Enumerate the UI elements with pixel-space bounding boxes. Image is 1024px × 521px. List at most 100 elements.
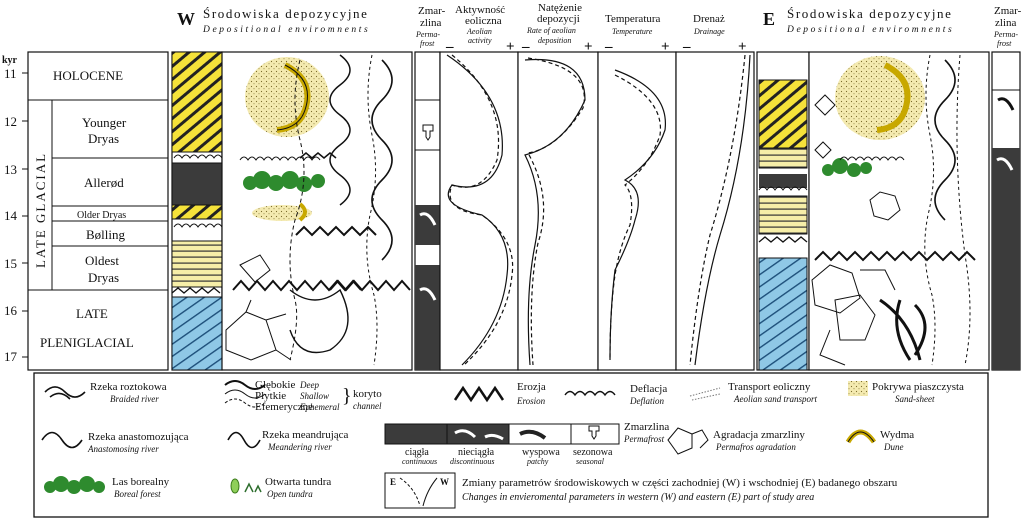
env-title-west: Środowiska depozycyjne — [203, 6, 369, 21]
period-younger-1: Younger — [82, 115, 127, 130]
aeol-title-1: Aktywność — [455, 4, 505, 16]
legend-meander-pl: Rzeka meandrująca — [262, 429, 349, 441]
legend-ephem-en: Ephemeral — [299, 402, 340, 412]
period-bolling: Bølling — [86, 227, 126, 242]
rate-title-2: depozycji — [537, 13, 580, 25]
legend-tundra-en: Open tundra — [267, 489, 313, 499]
perm-sub-west-2: frost — [420, 39, 435, 48]
period-younger-2: Dryas — [88, 131, 119, 146]
rate-plus: + — [584, 39, 593, 55]
tick-14: 14 — [4, 208, 18, 223]
ephemeral-channel-icon — [224, 398, 266, 408]
legend-box-w: W — [440, 477, 449, 487]
legend-erosion-en: Erosion — [516, 396, 546, 406]
perm-title-west-1: Zmar- — [418, 5, 446, 17]
legend-dune-en: Dune — [883, 442, 904, 452]
temp-curve-e — [609, 74, 662, 361]
legend-deep-en: Deep — [299, 380, 319, 390]
aeol-plus: + — [506, 39, 515, 55]
drain-curve-w — [694, 54, 751, 366]
east-permafrost-column — [991, 51, 1021, 371]
perm-sub-east-1: Perma- — [993, 30, 1018, 39]
legend: Rzeka roztokowa Braided river Głębokie P… — [33, 372, 989, 518]
aeolian-transport-icon — [689, 387, 721, 401]
tick-11: 11 — [4, 66, 17, 81]
east-letter: E — [763, 9, 775, 29]
tick-13: 13 — [4, 162, 17, 177]
legend-braided-pl: Rzeka roztokowa — [90, 381, 167, 393]
west-forest-icon — [243, 171, 325, 192]
legend-anast-pl: Rzeka anastomozująca — [88, 431, 189, 443]
period-late-glacial: LATE GLACIAL — [33, 152, 48, 268]
temp-sub: Temperature — [612, 27, 653, 36]
tick-17: 17 — [4, 349, 18, 364]
perm-sub-west-1: Perma- — [415, 30, 440, 39]
legend-changes-en: Changes in envieromental parameters in w… — [462, 492, 814, 503]
rate-sub-1: Rate of aeolian — [526, 26, 576, 35]
aeol-sub-2: activity — [468, 36, 492, 45]
rate-title-1: Natężenie — [538, 2, 582, 14]
legend-transport-pl: Transport eoliczny — [728, 381, 811, 393]
perm-title-east-1: Zmar- — [994, 5, 1022, 17]
west-environment-column — [221, 51, 413, 371]
permafrost-continuous-icon — [384, 423, 448, 445]
legend-patchy-en: patchy — [526, 457, 549, 466]
aeol-curve-e — [449, 54, 514, 366]
deep-channel-icon — [224, 380, 266, 390]
legend-cont-pl: ciągła — [405, 447, 429, 458]
boreal-forest-icon — [44, 476, 105, 494]
legend-transport-en: Aeolian sand transport — [733, 394, 818, 404]
chronostratigraphy: HOLOCENE LATE GLACIAL Younger Dryas Alle… — [27, 51, 169, 371]
tick-16: 16 — [4, 303, 18, 318]
east-forest-icon — [822, 158, 872, 177]
rate-sub-2: deposition — [538, 36, 571, 45]
legend-channel-en: channel — [353, 401, 382, 411]
west-letter: W — [177, 9, 195, 29]
anastomosing-river-icon — [41, 431, 83, 449]
legend-aggr-en: Permafros agradation — [715, 442, 796, 452]
aeol-minus: – — [445, 39, 454, 55]
temp-minus: – — [604, 39, 613, 55]
time-axis: kyr 11 12 13 14 15 16 17 — [2, 55, 28, 364]
legend-changes-pl: Zmiany parametrów środowiskowych w częśc… — [462, 477, 898, 489]
drain-sub: Drainage — [693, 27, 725, 36]
axis-unit: kyr — [2, 55, 18, 66]
legend-forest-en: Boreal forest — [114, 489, 161, 499]
legend-shallow-en: Shallow — [300, 391, 329, 401]
drain-minus: – — [682, 39, 691, 55]
perm-title-east-2: zlina — [995, 17, 1016, 29]
legend-braided-en: Braided river — [110, 394, 159, 404]
legend-patchy-pl: wyspowa — [522, 447, 560, 458]
temp-plus: + — [661, 39, 670, 55]
period-allerod: Allerød — [84, 175, 124, 190]
period-late: LATE — [76, 306, 108, 321]
parameter-curves — [439, 51, 755, 371]
east-lithology-column — [756, 51, 810, 371]
legend-meander-en: Meandering river — [267, 442, 332, 452]
tick-12: 12 — [4, 114, 17, 129]
aeol-sub-1: Aeolian — [466, 27, 492, 36]
west-lithology-column — [171, 51, 223, 371]
legend-forest-pl: Las borealny — [112, 476, 170, 488]
legend-seas-pl: sezonowa — [573, 447, 613, 458]
legend-sheet-en: Sand-sheet — [895, 394, 935, 404]
permafrost-discontinuous-icon — [446, 423, 510, 445]
brace-icon: } — [342, 385, 352, 407]
drain-plus: + — [738, 39, 747, 55]
period-holocene: HOLOCENE — [53, 68, 123, 83]
legend-disc-en: discontinuous — [450, 457, 494, 466]
aeol-title-2: eoliczna — [465, 15, 502, 27]
period-oldest-1: Oldest — [85, 253, 119, 268]
period-oldest-2: Dryas — [88, 270, 119, 285]
drain-title: Drenaż — [693, 13, 725, 25]
legend-box-e: E — [390, 477, 396, 487]
legend-channel-pl: koryto — [353, 388, 382, 400]
rate-minus: – — [521, 39, 530, 55]
header: W Środowiska depozycyjne Depositional en… — [177, 2, 1022, 55]
shallow-channel-icon — [224, 389, 266, 399]
legend-cont-en: continuous — [402, 457, 437, 466]
legend-tundra-pl: Otwarta tundra — [265, 476, 331, 488]
braided-river-icon — [44, 386, 86, 400]
legend-sheet-pl: Pokrywa piaszczysta — [872, 381, 964, 393]
period-older-dryas: Older Dryas — [77, 210, 126, 221]
